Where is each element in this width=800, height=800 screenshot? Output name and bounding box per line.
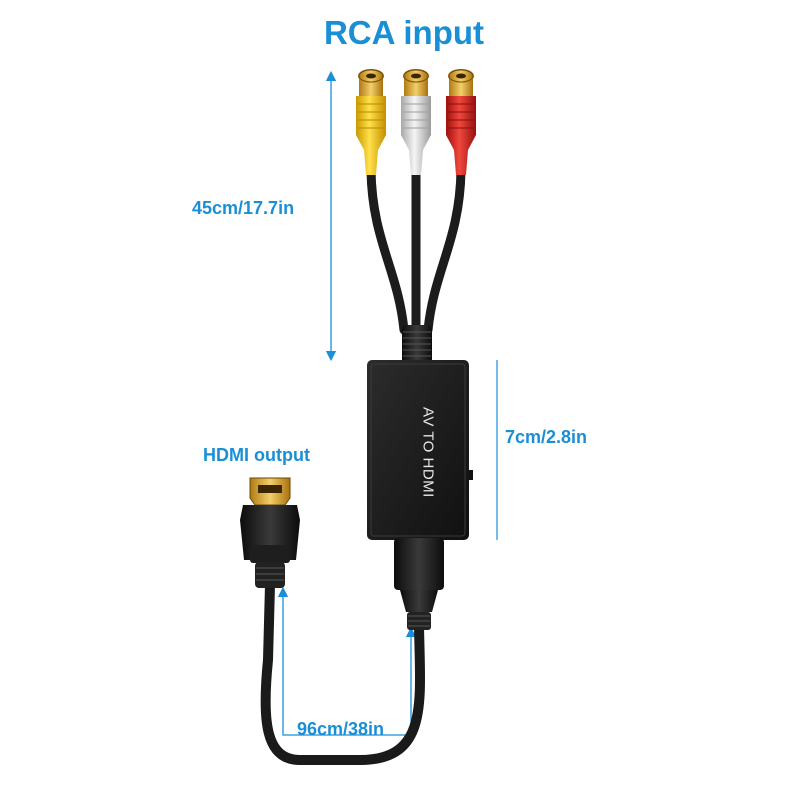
device-label: AV TO HDMI: [419, 406, 437, 498]
box-hdmi-connector: [394, 538, 444, 630]
box-length-label: 7cm/2.8in: [505, 427, 588, 447]
hdmi-plug: [240, 477, 300, 588]
white-rca-jack: [401, 69, 431, 175]
converter-box: [367, 360, 473, 540]
title-rca-input: RCA input: [323, 14, 485, 51]
hdmi-output-label: HDMI output: [203, 445, 310, 465]
dimension-arrows: [277, 70, 498, 736]
box-strain-relief: [402, 325, 432, 365]
yellow-rca-jack: [356, 69, 386, 175]
hdmi-cable-length-label: 96cm/38in: [297, 719, 385, 739]
rca-cables: [366, 165, 466, 335]
red-rca-jack: [446, 69, 476, 175]
hdmi-cable: [260, 580, 426, 765]
rca-cable-length-label: 45cm/17.7in: [192, 198, 295, 218]
